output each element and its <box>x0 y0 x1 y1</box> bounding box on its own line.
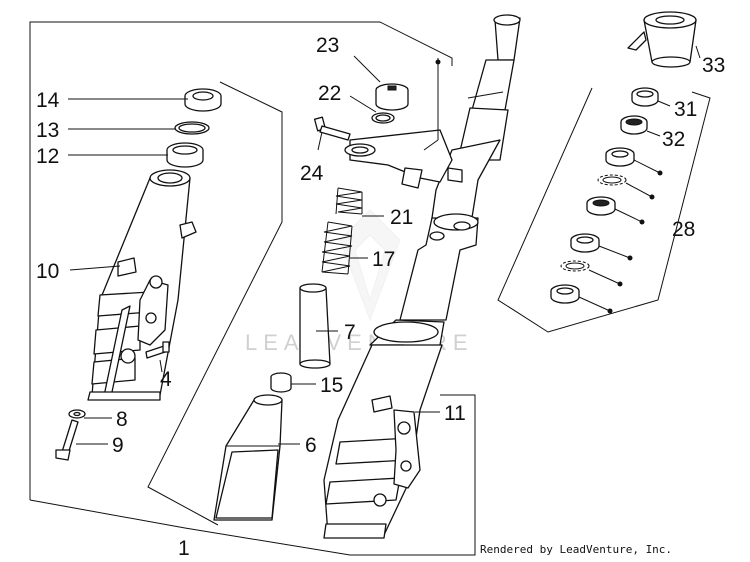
callout-10: 10 <box>36 260 59 283</box>
callout-23: 23 <box>316 34 339 57</box>
part-6-damper-tube <box>213 394 283 521</box>
callout-11: 11 <box>444 402 466 425</box>
callout-14: 14 <box>36 89 60 112</box>
part-17-long-spring <box>321 221 353 275</box>
callout-17: 17 <box>372 248 395 271</box>
part-8-washer <box>68 409 86 419</box>
assembly-frame <box>29 21 476 556</box>
callout-33: 33 <box>702 54 725 77</box>
leader-lines <box>68 45 701 445</box>
watermark-logo <box>339 209 401 322</box>
part-11-right-fork-leg <box>323 213 479 539</box>
callout-12: 12 <box>36 145 59 168</box>
part-12-seal <box>166 142 204 168</box>
callout-15: 15 <box>320 374 343 397</box>
callout-6: 6 <box>305 434 317 457</box>
bearing-stack <box>550 147 635 304</box>
callout-24: 24 <box>300 162 324 185</box>
part-31-nut <box>631 87 659 107</box>
part-32-nut <box>620 115 648 135</box>
callout-1: 1 <box>178 537 190 560</box>
callout-32: 32 <box>662 128 685 151</box>
callout-28: 28 <box>672 218 695 241</box>
part-7-tube <box>299 283 331 369</box>
bearing-group-bracket <box>497 87 711 333</box>
callout-22: 22 <box>318 82 341 105</box>
callout-8: 8 <box>116 408 128 431</box>
left-group-bracket <box>147 81 283 526</box>
callout-13: 13 <box>36 119 59 142</box>
part-23-plug <box>375 83 409 111</box>
callout-21: 21 <box>390 206 413 229</box>
callout-7: 7 <box>344 321 356 344</box>
render-credit: Rendered by LeadVenture, Inc. <box>480 543 672 556</box>
part-14-cap <box>184 88 222 112</box>
callout-9: 9 <box>112 434 124 457</box>
steering-stem <box>344 14 521 233</box>
part-13-ring <box>174 121 210 135</box>
part-22-o-ring <box>371 112 395 124</box>
part-21-short-spring <box>335 187 363 215</box>
part-10-left-fork-leg <box>87 169 197 401</box>
callout-4: 4 <box>160 368 172 391</box>
callout-31: 31 <box>674 98 697 121</box>
part-9-bolt <box>55 419 79 461</box>
part-4-bolt <box>145 341 170 359</box>
part-33-cup <box>627 11 697 68</box>
leader-dots <box>435 59 663 314</box>
part-24-clamp-bolt <box>313 116 351 141</box>
part-15-bushing <box>270 372 292 393</box>
